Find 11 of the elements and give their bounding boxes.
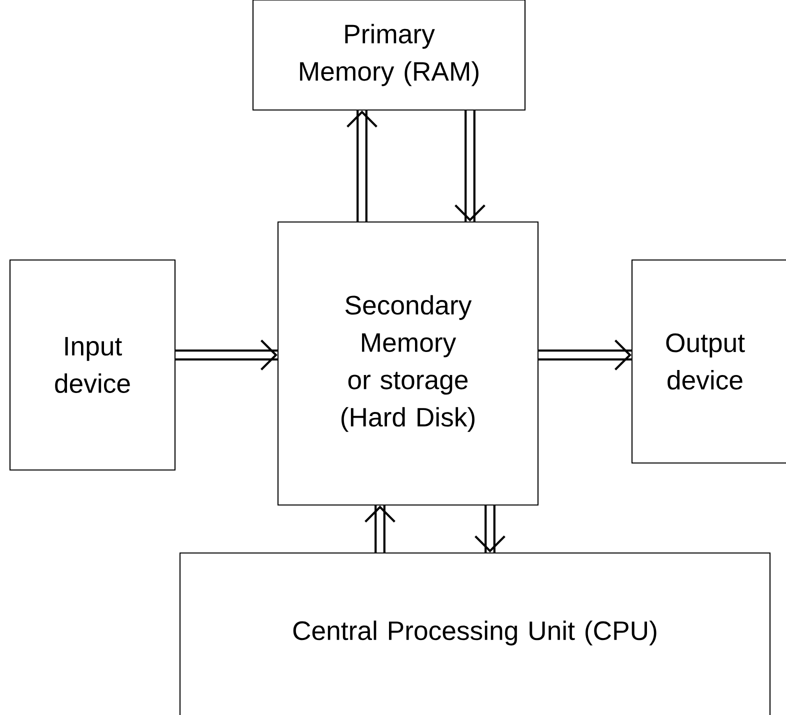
double-arrow xyxy=(346,110,378,222)
process-box: Central Processing Unit (CPU) xyxy=(179,552,771,715)
double-arrow xyxy=(538,340,632,370)
process-box: Secondary Memory or storage (Hard Disk) xyxy=(277,221,539,506)
double-arrow xyxy=(364,506,396,552)
double-arrow xyxy=(454,110,486,222)
process-box: Primary Memory (RAM) xyxy=(252,0,526,111)
double-arrow xyxy=(474,506,506,552)
double-arrow xyxy=(176,340,278,370)
process-box: Input device xyxy=(9,259,176,471)
process-box: Output device xyxy=(631,259,786,464)
